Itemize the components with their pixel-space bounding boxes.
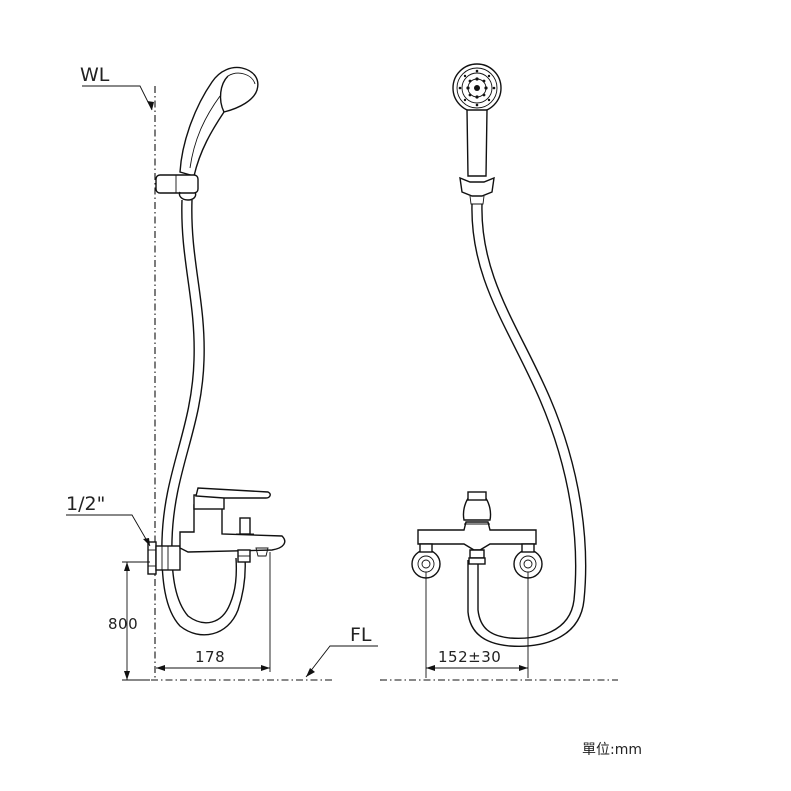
side-wall-fitting <box>147 541 181 575</box>
front-wall-holder <box>459 176 495 197</box>
front-view: 152±30 <box>380 63 618 681</box>
side-hand-shower <box>179 66 259 177</box>
center-distance-dimension: 152±30 <box>425 572 529 678</box>
floor-line-arrow <box>306 668 315 677</box>
height-value: 800 <box>108 615 138 633</box>
projection-value: 178 <box>195 648 225 666</box>
side-mixer-body <box>179 487 286 563</box>
height-dimension: 800 <box>108 561 150 681</box>
front-shower-head <box>452 63 502 113</box>
pipe-size-leader <box>66 514 151 547</box>
wall-line-arrow <box>147 101 154 110</box>
front-right-connector <box>513 543 543 579</box>
side-view: WL <box>66 64 378 681</box>
front-left-connector <box>411 543 441 579</box>
side-wall-holder <box>155 174 199 201</box>
wall-line-leader <box>82 85 153 111</box>
front-shower-handle <box>466 109 488 177</box>
front-mixer-body <box>417 491 537 565</box>
wall-line-label: WL <box>80 64 110 86</box>
center-distance-value: 152±30 <box>438 648 501 666</box>
floor-line-label: FL <box>350 624 372 646</box>
floor-line-leader <box>305 645 378 678</box>
front-hose <box>471 203 577 639</box>
pipe-size-arrow <box>143 538 150 546</box>
projection-dimension: 178 <box>156 552 271 672</box>
pipe-size-label: 1/2" <box>66 493 105 515</box>
unit-note: 單位:mm <box>582 742 642 758</box>
